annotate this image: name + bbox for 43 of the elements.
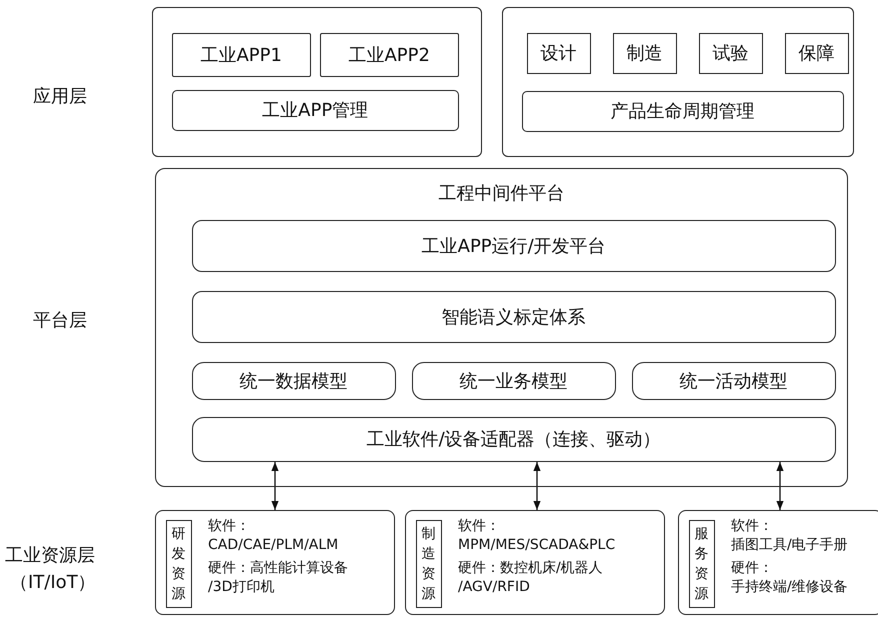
resource-text: 插图工具/电子手册 <box>731 536 848 555</box>
resource-text: 硬件：高性能计算设备 <box>208 559 348 578</box>
category-box: 研发资源 <box>166 520 192 608</box>
layer-label: 平台层 <box>33 309 87 332</box>
phase-box: 保障 <box>784 32 849 74</box>
app-box: 工业APP1 <box>172 32 311 77</box>
model-box: 统一数据模型 <box>192 362 396 400</box>
phase-box: 设计 <box>526 32 591 74</box>
model-box: 统一业务模型 <box>412 362 616 400</box>
resource-text: 软件： <box>208 517 251 536</box>
arrow <box>776 462 784 510</box>
platform-box: 工业APP运行/开发平台 <box>192 220 836 272</box>
resource-text: CAD/CAE/PLM/ALM <box>208 536 340 555</box>
category-box: 服务资源 <box>688 520 715 608</box>
layer-label: （IT/IoT） <box>10 571 96 594</box>
arrow <box>533 462 541 510</box>
model-box: 统一活动模型 <box>632 362 836 400</box>
resource-box <box>155 510 395 615</box>
phase-box: 制造 <box>612 32 677 74</box>
resource-text: MPM/MES/SCADA&PLC <box>458 536 616 555</box>
resource-text: 软件： <box>458 517 501 536</box>
layer-label: 工业资源层 <box>5 544 95 567</box>
adapter-box: 工业软件/设备适配器（连接、驱动） <box>192 416 836 462</box>
resource-box <box>405 510 665 615</box>
app-box: 工业APP2 <box>320 32 459 77</box>
resource-text: 手持终端/维修设备 <box>731 578 848 597</box>
resource-text: 软件： <box>731 517 774 536</box>
semantic-box: 智能语义标定体系 <box>192 290 836 343</box>
resource-text: /AGV/RFID <box>458 578 531 597</box>
platform-panel <box>155 168 848 487</box>
management-box: 产品生命周期管理 <box>522 90 844 132</box>
resource-box <box>678 510 878 615</box>
resource-text: 硬件：数控机床/机器人 <box>458 559 604 578</box>
layer-label: 应用层 <box>33 85 87 108</box>
arrow <box>271 462 279 510</box>
app-panel <box>152 7 482 157</box>
panel-title: 工程中间件平台 <box>438 182 566 205</box>
phase-box: 试验 <box>698 32 763 74</box>
lifecycle-panel <box>502 7 854 157</box>
management-box: 工业APP管理 <box>172 90 459 131</box>
resource-text: 硬件： <box>731 559 774 578</box>
resource-text: /3D打印机 <box>208 578 276 597</box>
category-box: 制造资源 <box>416 520 442 608</box>
